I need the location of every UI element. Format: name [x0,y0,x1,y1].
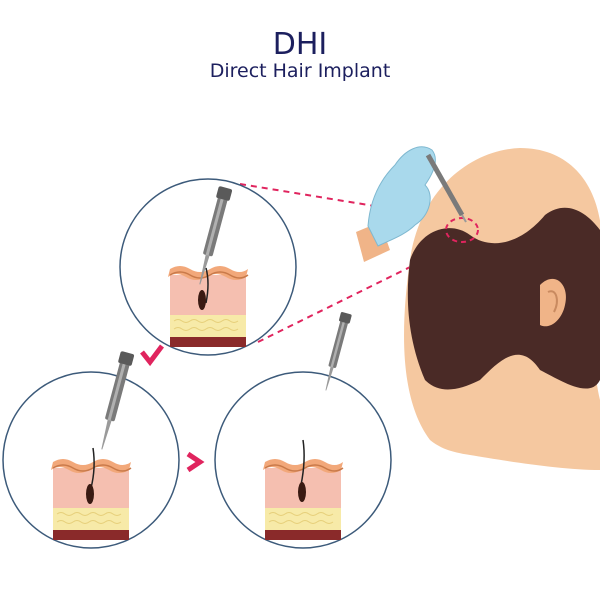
page-subtitle: Direct Hair Implant [209,60,391,82]
head-illustration [404,148,600,470]
page-title: DHI [272,27,328,62]
arrow-step-2-to-3 [186,451,205,473]
gloved-hand-icon [356,146,467,262]
step-2-release-graft [2,350,180,549]
step-1-insert-implanter [119,178,297,356]
arrow-step-1-to-2 [140,344,164,367]
step-3-graft-implanted [214,311,392,549]
